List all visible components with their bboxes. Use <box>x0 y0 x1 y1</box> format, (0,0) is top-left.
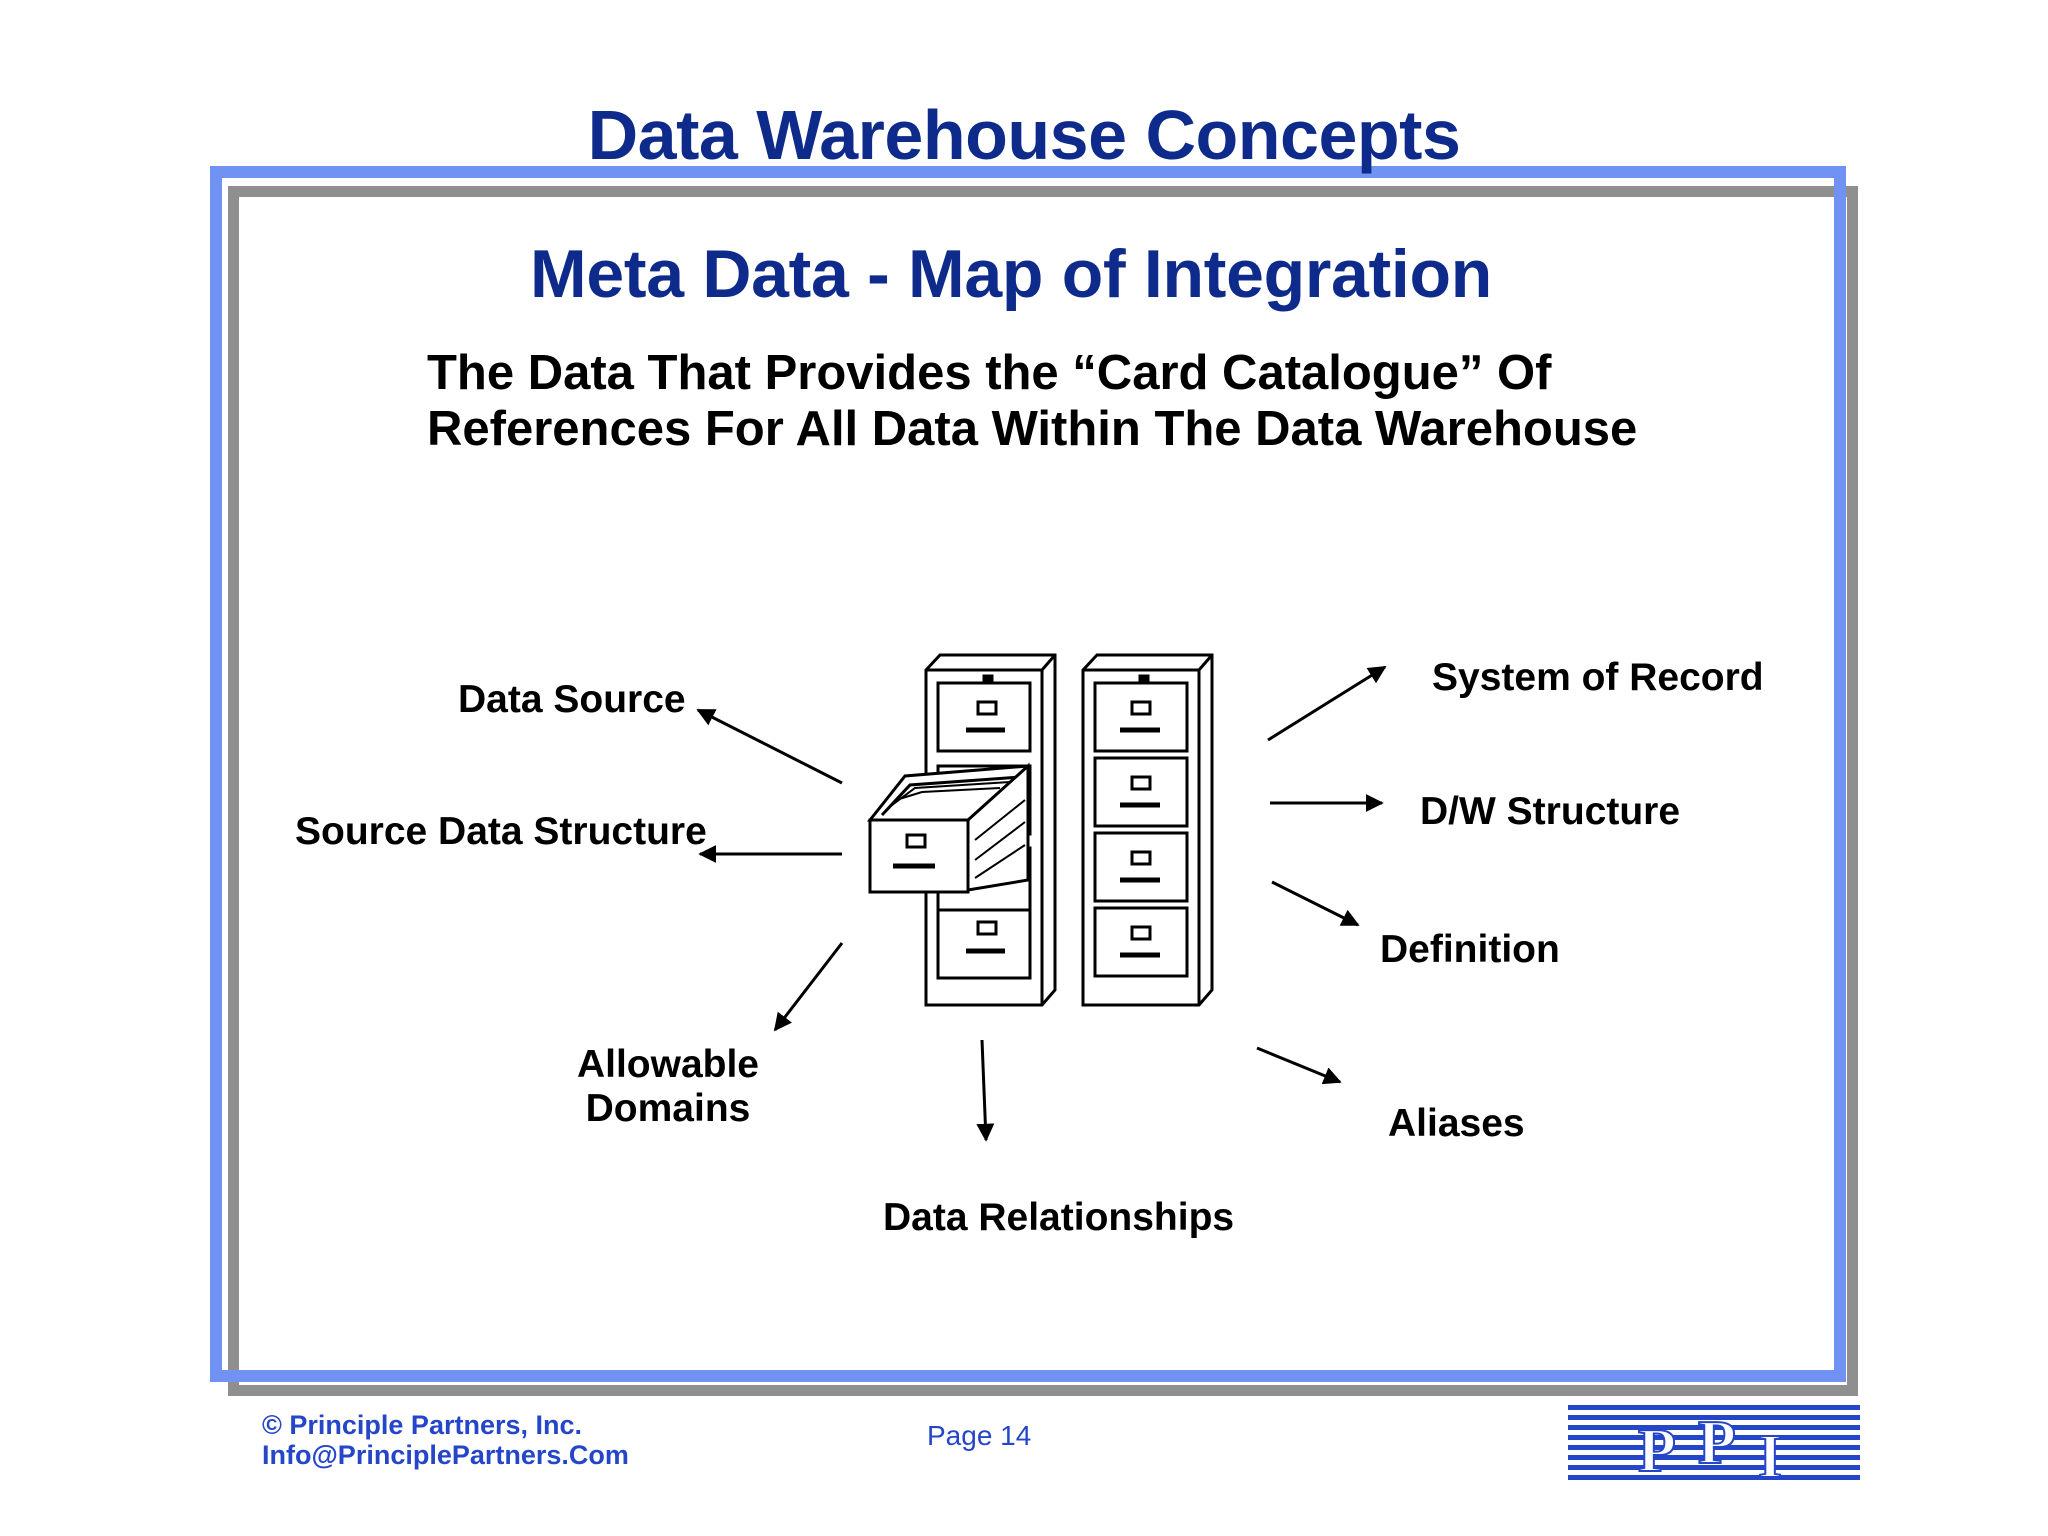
label-data-relationships: Data Relationships <box>883 1196 1235 1239</box>
svg-text:P: P <box>1698 1409 1736 1477</box>
slide-subtitle: Meta Data - Map of Integration <box>530 236 1492 312</box>
label-aliases: Aliases <box>1388 1102 1525 1145</box>
right-cabinet <box>1081 653 1214 1007</box>
logo-stripes <box>1568 1405 1860 1480</box>
label-source-data-structure: Source Data Structure <box>295 810 707 853</box>
label-dw-structure: D/W Structure <box>1420 790 1681 833</box>
frame-shadow <box>228 186 1858 1396</box>
ppi-logo: P P I <box>1568 1405 1860 1485</box>
arrows <box>696 665 1387 1142</box>
footer-copyright: © Principle Partners, Inc. Info@Principl… <box>262 1410 629 1470</box>
logo-letters: P P I <box>1637 1408 1783 1485</box>
page-number: Page 14 <box>927 1420 1032 1451</box>
arrow-system-of-record <box>1267 665 1387 742</box>
arrow-definition <box>1271 880 1360 927</box>
label-system-of-record: System of Record <box>1432 656 1764 699</box>
arrow-data-source <box>696 708 843 785</box>
slide-frame <box>210 166 1846 1382</box>
label-definition: Definition <box>1380 928 1560 971</box>
file-cabinets-icon <box>866 653 1214 1007</box>
copyright-text: © Principle Partners, Inc. <box>262 1410 583 1440</box>
arrow-data-relationships <box>976 1039 995 1142</box>
description-line-2: References For All Data Within The Data … <box>427 402 1638 456</box>
slide-description: The Data That Provides the “Card Catalog… <box>427 345 1637 457</box>
label-allowable: Allowable <box>576 1043 760 1086</box>
label-domains: Domains <box>585 1087 751 1130</box>
svg-text:P: P <box>1638 1417 1676 1485</box>
page-title: Data Warehouse Concepts <box>587 96 1461 174</box>
arrow-aliases <box>1256 1046 1342 1085</box>
label-data-source: Data Source <box>458 678 686 721</box>
description-line-1: The Data That Provides the “Card Catalog… <box>427 346 1552 400</box>
arrow-allowable-domains <box>773 942 844 1032</box>
email-link[interactable]: Info@PrinciplePartners.Com <box>262 1440 629 1470</box>
label-allowable-domains: Allowable Domains <box>563 1043 773 1131</box>
open-drawer <box>866 762 1030 894</box>
svg-text:I: I <box>1758 1423 1782 1485</box>
